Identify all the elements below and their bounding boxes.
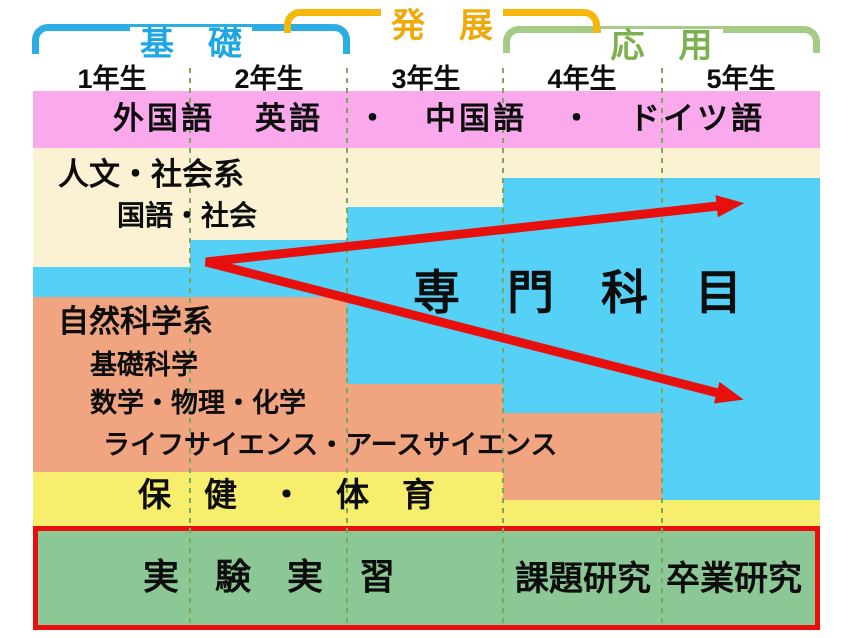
band-foreign-language	[33, 91, 820, 148]
foreign-language-line: 外国語 英語 ・ 中国語 ・ ドイツ語	[33, 91, 820, 148]
foreign-language-title: 外国語	[113, 101, 215, 137]
bracket-applied-label: 応 用	[600, 29, 723, 63]
experiments-practice-label: 実 験 実 習	[143, 556, 396, 597]
column-year5	[662, 148, 820, 527]
health-pe-title: 保 健 ・ 体 育	[138, 476, 435, 513]
year2-specialized-segment	[190, 240, 347, 297]
year4-health-segment	[503, 500, 662, 527]
year1-general-segment	[33, 148, 190, 267]
column-year3	[347, 148, 503, 527]
bracket-applied: 応 用	[503, 26, 820, 63]
natural-science-line-3: ライフサイエンス・アースサイエンス	[103, 430, 558, 460]
natural-science-title: 自然科学系	[58, 304, 213, 339]
year2-health-segment	[190, 472, 347, 527]
column-divider-2	[346, 68, 348, 628]
year5-health-segment	[662, 500, 820, 527]
natural-science-line-1: 基礎科学	[90, 350, 198, 380]
year3-natural-science-segment	[347, 384, 503, 472]
graduation-research-label: 卒業研究	[666, 560, 802, 598]
band-practice	[33, 526, 820, 630]
year5-specialized-segment	[662, 178, 820, 500]
year4-natural-science-segment	[503, 413, 662, 500]
column-divider-3	[502, 68, 504, 628]
year-label-5: 5年生	[706, 64, 776, 94]
specialized-subjects-title: 専 門 科 目	[413, 266, 742, 319]
bracket-basic: 基 礎	[32, 24, 350, 61]
year3-health-segment	[347, 472, 503, 527]
column-year4	[503, 148, 662, 527]
bracket-basic-label: 基 礎	[130, 27, 252, 61]
chart-area: 外国語 英語 ・ 中国語 ・ ドイツ語 人文・社会系 国語・社会 専 門 科 目…	[33, 91, 820, 630]
year4-general-segment	[503, 148, 662, 178]
year1-natural-science-segment	[33, 297, 190, 472]
column-divider-1	[189, 68, 191, 628]
bracket-develop: 発 展	[284, 9, 600, 43]
year1-specialized-segment	[33, 267, 190, 297]
year3-general-segment	[347, 148, 503, 207]
year5-general-segment	[662, 148, 820, 178]
year1-health-segment	[33, 472, 190, 527]
year-label-2: 2年生	[234, 64, 304, 94]
column-year1	[33, 148, 190, 527]
bracket-develop-label: 発 展	[381, 9, 503, 43]
foreign-language-items: 英語 ・ 中国語 ・ ドイツ語	[255, 101, 765, 137]
year-label-1: 1年生	[77, 64, 147, 94]
year-label-3: 3年生	[391, 64, 461, 94]
natural-science-line-2: 数学・物理・化学	[90, 388, 306, 418]
themed-research-label: 課題研究	[515, 560, 651, 598]
column-divider-4	[661, 68, 663, 628]
humanities-title: 人文・社会系	[58, 157, 244, 192]
humanities-subjects: 国語・社会	[117, 200, 258, 231]
year-label-4: 4年生	[547, 64, 617, 94]
